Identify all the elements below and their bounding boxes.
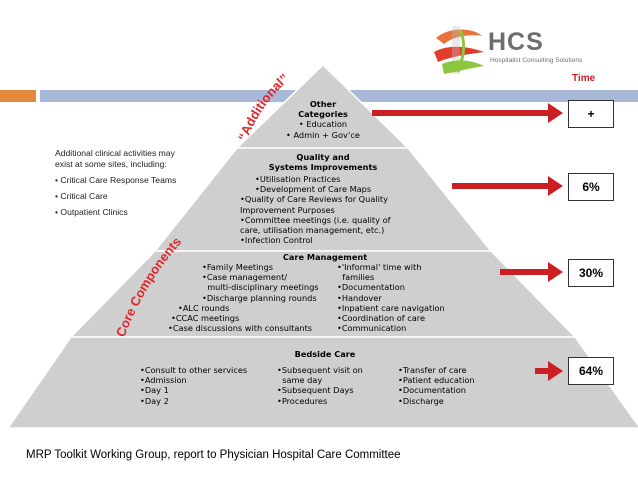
tier-care-item: •Family Meetings: [202, 262, 274, 272]
arrow-care-icon: [500, 262, 563, 282]
time-box-quality: 6%: [568, 173, 614, 201]
time-box-care: 30%: [568, 259, 614, 287]
tier-bedside-col-2: •Subsequent visit on same day •Subsequen…: [277, 365, 363, 406]
tier-quality-item: •Committee meetings (i.e. quality of: [240, 214, 391, 225]
arrow-other-icon: [372, 103, 563, 123]
tier-quality-title: Quality and Systems Improvements: [253, 152, 393, 172]
tier-care-item: •Communication: [337, 323, 407, 334]
arrow-bedside-icon: [535, 361, 563, 381]
side-note-item: • Critical Care: [55, 191, 108, 201]
tier-quality-item: care, utilisation management, etc.): [240, 225, 385, 236]
tier-care-item: •Documentation: [337, 282, 405, 293]
tier-care-item: •CCAC meetings: [171, 313, 240, 324]
tier-quality-title-1: Quality and: [296, 152, 350, 162]
time-box-other: +: [568, 100, 614, 128]
tier-care-item: •Coordination of care: [337, 313, 425, 324]
tier-bedside-item: •Day 1: [140, 385, 169, 396]
tier-quality-item: •Infection Control: [240, 235, 313, 246]
side-note-intro-2: exist at some sites, including:: [55, 159, 167, 169]
tier-bedside-item: •Admission: [140, 375, 187, 386]
tier-other-title-2: Categories: [298, 109, 348, 120]
tier-care-right-list: •'Informal' time with families •Document…: [337, 262, 445, 333]
tier-bedside-item: •Procedures: [277, 395, 328, 406]
side-note-intro-1: Additional clinical activities may: [55, 148, 175, 158]
tier-bedside-item: •Discharge: [398, 395, 444, 406]
tier-care-item: families: [337, 272, 375, 283]
tier-bedside-item: •Patient education: [398, 375, 475, 386]
pyramid-tier-bedside: [6, 336, 638, 429]
header-accent-orange: [0, 90, 36, 102]
time-box-bedside: 64%: [568, 357, 614, 385]
tier-bedside-item: same day: [277, 375, 323, 386]
footer-citation: MRP Toolkit Working Group, report to Phy…: [26, 449, 401, 461]
tier-care-item: •ALC rounds: [178, 302, 230, 313]
time-arrows: [372, 103, 563, 381]
logo-name: HCS: [488, 28, 544, 56]
tier-quality-item: •Development of Care Maps: [255, 184, 372, 195]
tier-other-content: Other Categories • Education • Admin + G…: [263, 99, 383, 140]
tier-care-title: Care Management: [282, 252, 368, 262]
tier-other-item: • Education: [298, 119, 348, 130]
tier-bedside-item: •Day 2: [140, 395, 169, 406]
tier-bedside-item: •Consult to other services: [140, 365, 248, 375]
hcs-logo: HCS Hospitalist Consulting Solutions: [430, 22, 630, 78]
tier-care-item: multi-disciplinary meetings: [202, 282, 319, 293]
tier-bedside-item: •Subsequent Days: [277, 385, 354, 396]
time-label: Time: [572, 73, 596, 84]
tier-other-title-1: Other: [309, 99, 337, 109]
tier-quality-item: Improvement Purposes: [240, 204, 335, 215]
tier-bedside-title: Bedside Care: [294, 349, 356, 359]
tier-quality-item: •Quality of Care Reviews for Quality: [240, 194, 388, 205]
arrow-quality-icon: [452, 176, 563, 196]
tier-care-item: •Case discussions with consultants: [168, 323, 313, 334]
side-note-item: • Outpatient Clinics: [55, 207, 128, 217]
tier-care-item: •Handover: [337, 292, 382, 303]
tier-care-item: •Inpatient care navigation: [337, 302, 445, 313]
tier-other-item: • Admin + Gov’ce: [286, 129, 360, 140]
tier-bedside-item: •Transfer of care: [398, 365, 467, 375]
tier-bedside-col-1: •Consult to other services •Admission •D…: [140, 365, 247, 406]
tier-care-item: •'Informal' time with: [337, 262, 422, 272]
tier-quality-item: •Utilisation Practices: [255, 174, 341, 184]
tier-care-left-list: •Family Meetings •Case management/ multi…: [168, 262, 319, 333]
logo-subtitle: Hospitalist Consulting Solutions: [490, 57, 583, 64]
side-note-item: • Critical Care Response Teams: [55, 175, 177, 185]
tier-quality-title-2: Systems Improvements: [268, 162, 378, 173]
tier-bedside-item: •Subsequent visit on: [277, 365, 363, 375]
tier-quality-list: •Utilisation Practices •Development of C…: [240, 174, 391, 245]
tier-care-item: •Discharge planning rounds: [202, 292, 317, 303]
tier-bedside-item: •Documentation: [398, 385, 466, 396]
side-note: Additional clinical activities may exist…: [55, 148, 176, 217]
tier-bedside-col-3: •Transfer of care •Patient education •Do…: [398, 365, 475, 406]
tier-care-item: •Case management/: [202, 272, 288, 283]
hcs-logo-mark-icon: [434, 26, 484, 74]
